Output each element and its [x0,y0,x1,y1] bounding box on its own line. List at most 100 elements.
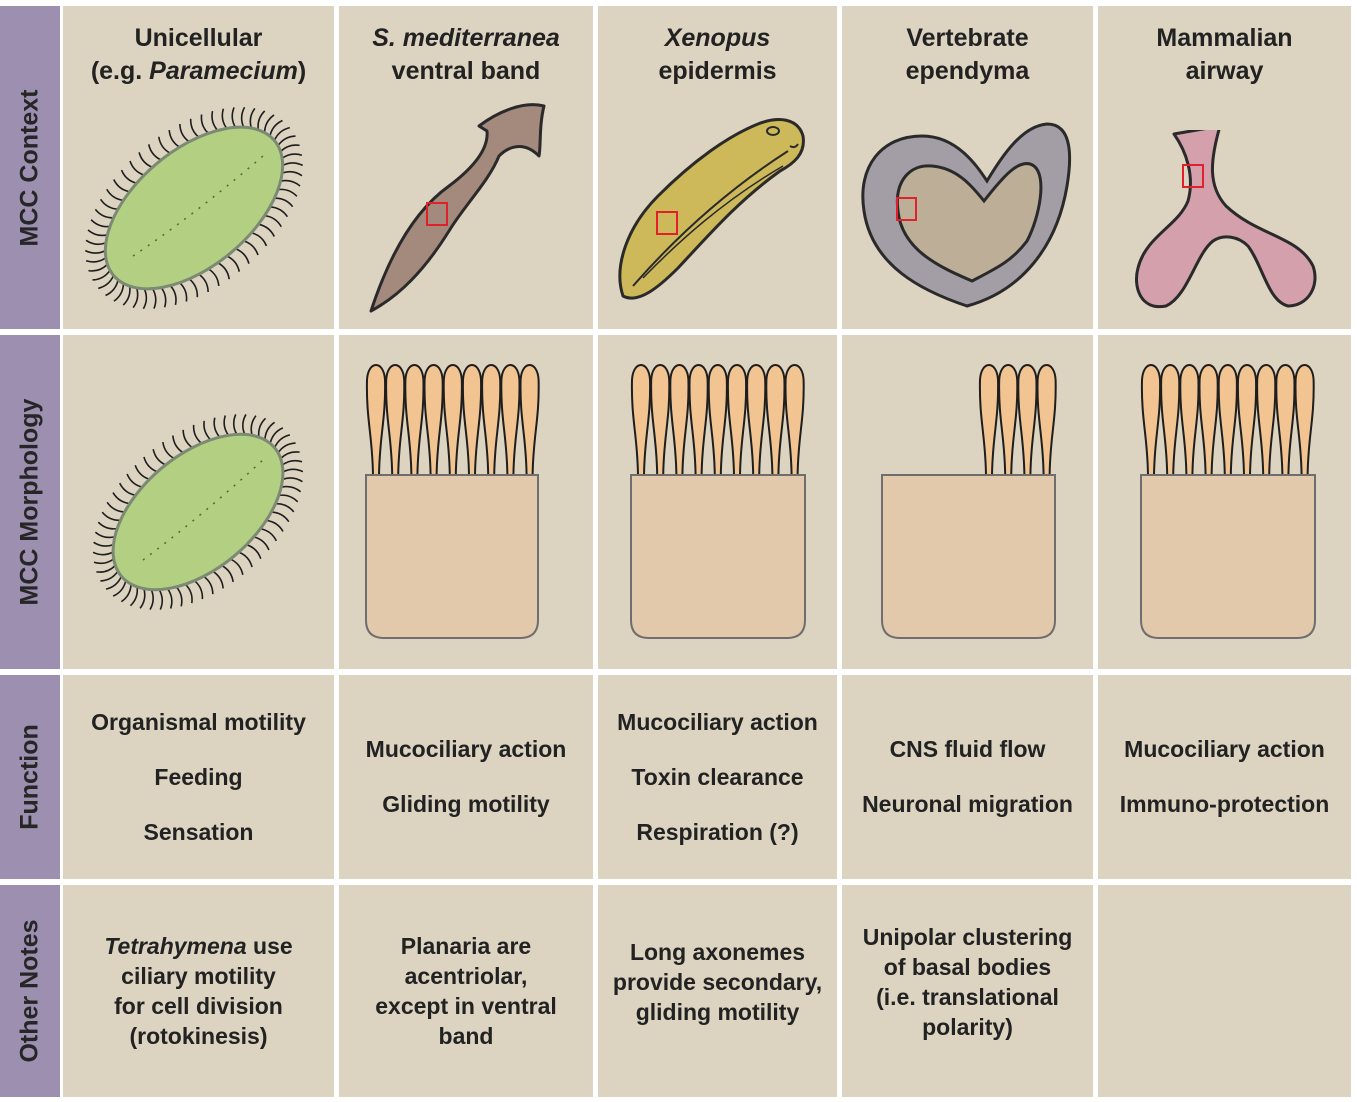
cilium [275,435,290,448]
cilium [130,587,137,606]
cilium [173,436,183,453]
row-label-function: Function [0,675,60,879]
cilium [194,425,202,443]
cilium [1296,365,1314,478]
cilium [281,145,300,152]
row-label-morphology-text: MCC Morphology [16,399,45,606]
cilium [222,565,233,581]
cell-body [1141,475,1315,638]
note-unicellular-text: Tetrahymena use ciliary motility for cel… [104,931,292,1051]
cilium [122,170,137,183]
cilium [386,365,404,478]
row-label-notes: Other Notes [0,885,60,1097]
cilium [183,430,192,448]
cilium [766,365,784,478]
cilium [180,283,187,302]
ependyma-mcc-illustration [842,335,1093,669]
function-item: Feeding [154,764,242,791]
cilium [1038,365,1056,478]
cilium [91,220,110,227]
function-list-planaria: Mucociliary action Gliding motility [339,675,593,879]
cilium [1219,365,1237,478]
function-item: Organismal motility [91,709,306,736]
cilium [270,428,283,443]
note-line: (i.e. translational [876,984,1059,1010]
cilium [143,289,146,309]
cilium [234,414,237,434]
cilium [139,152,152,167]
cilium [282,154,302,158]
notes-cell-airway [1098,885,1351,1097]
cilium [102,512,120,520]
row-label-notes-text: Other Notes [16,919,45,1062]
cilium [185,584,192,603]
cilium [204,576,213,594]
cilium [281,487,300,492]
note-line: Planaria are [401,933,531,959]
cilium [201,114,208,133]
airway-mcc-cell [1141,365,1315,638]
note-ependyma: Unipolar clustering of basal bodies (i.e… [842,885,1093,1097]
cilium [114,180,130,192]
cilium [120,483,136,495]
morphology-cell-ependyma [842,335,1093,669]
function-list-unicellular: Organismal motility Feeding Sensation [63,675,334,879]
airway-trachea [1136,126,1315,307]
note-planaria-text: Planaria are acentriolar, except in vent… [375,931,557,1051]
note-unicellular: Tetrahymena use ciliary motility for cel… [63,885,334,1097]
note-line: of basal bodies [884,954,1051,980]
cilium [218,263,229,279]
cilium [107,189,124,200]
cilium [161,288,165,308]
planaria-mcc-illustration [339,335,593,669]
function-cell-ependyma: CNS fluid flow Neuronal migration [842,675,1093,879]
row-label-context-text: MCC Context [16,89,45,246]
cilium [144,457,157,472]
cilium [135,465,149,479]
planaria-mcc-cell [366,365,539,638]
note-line: acentriolar, [405,963,528,989]
cilium [150,590,153,610]
ependyma-mcc-cell [882,365,1056,638]
function-item: Toxin clearance [631,764,803,791]
cilium [88,264,107,271]
cilium [281,181,300,186]
note-line: ciliary motility [121,963,276,989]
context-cell-airway: Mammalian airway [1098,6,1351,329]
row-label-morphology: MCC Morphology [0,335,60,669]
cilium [101,199,118,209]
context-cell-xenopus: Xenopus epidermis [598,6,837,329]
cilium [259,418,266,437]
cilium [140,589,145,609]
cilium [127,474,142,487]
function-item: Immuno-protection [1120,791,1330,818]
cilium [425,365,443,478]
cilium [247,545,261,559]
cilium [367,365,385,478]
function-cell-xenopus: Mucociliary action Toxin clearance Respi… [598,675,837,879]
cilium [176,587,181,606]
note-xenopus-text: Long axonemes provide secondary, gliding… [613,937,822,1027]
function-list-ependyma: CNS fluid flow Neuronal migration [842,675,1093,879]
function-item: Mucociliary action [366,736,567,763]
cilium [212,111,218,130]
planarian-illustration [339,6,593,329]
cilium [149,144,161,160]
cilium [113,581,126,596]
cilium [86,240,106,244]
cilium [999,365,1017,478]
cilium [98,522,117,529]
cilium [107,502,125,512]
cilium [283,478,303,482]
cilium [163,442,174,458]
function-item: Mucociliary action [1124,736,1325,763]
cilium [85,251,105,254]
cilium [191,119,199,137]
cilium [274,198,292,206]
cilium [159,137,170,153]
function-cell-unicellular: Organismal motility Feeding Sensation [63,675,334,879]
cilium [106,280,119,296]
cilium [709,365,727,478]
notes-cell-ependyma: Unipolar clustering of basal bodies (i.e… [842,885,1093,1097]
cilium [283,469,303,472]
